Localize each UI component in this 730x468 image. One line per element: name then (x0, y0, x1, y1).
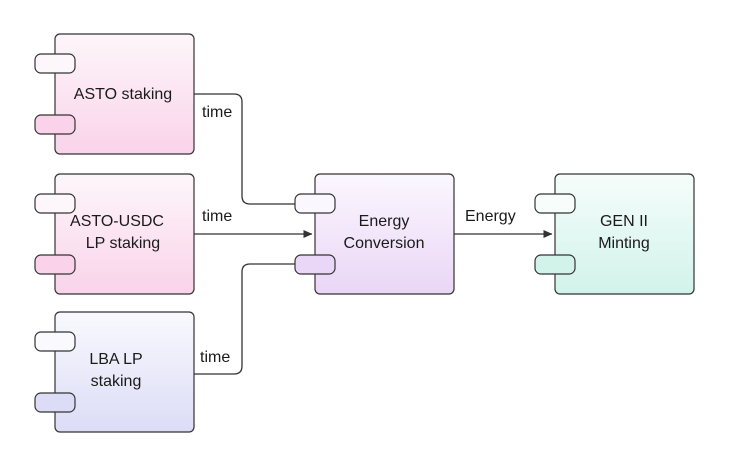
port-bottom (534, 254, 576, 275)
edge-lba-energy: time (194, 259, 305, 375)
edge-usdc-energy: time (194, 208, 313, 239)
node-label-line2: Conversion (344, 235, 425, 252)
node-lba-lp-staking[interactable]: LBA LP staking (34, 311, 195, 433)
edge-label-energy: Energy (465, 208, 516, 225)
node-label: ASTO staking (74, 86, 172, 103)
edge-label-time: time (200, 349, 230, 366)
edge-energy-gen: Energy (454, 208, 553, 239)
port-bottom (34, 254, 76, 275)
port-bottom (34, 392, 76, 413)
port-top (534, 193, 576, 214)
node-gen-ii-minting[interactable]: GEN II Minting (534, 173, 695, 295)
connector-line (194, 93, 305, 209)
port-top (34, 53, 76, 74)
port-bottom (294, 254, 336, 275)
port-bottom (34, 114, 76, 135)
edge-label-time: time (202, 104, 232, 121)
node-label-line2: LP staking (86, 235, 160, 252)
edge-label-time: time (202, 208, 232, 225)
node-asto-staking[interactable]: ASTO staking (34, 33, 195, 155)
node-label-line1: Energy (359, 213, 410, 230)
port-top (34, 193, 76, 214)
port-top (294, 193, 336, 214)
port-top (34, 331, 76, 352)
connector-line (194, 259, 305, 375)
node-label-line2: staking (91, 373, 142, 390)
node-label-line1: ASTO-USDC (70, 213, 164, 230)
node-label-line1: LBA LP (89, 351, 142, 368)
node-label-line1: GEN II (600, 213, 648, 230)
node-energy-conversion[interactable]: Energy Conversion (294, 173, 455, 295)
edge-asto-energy: time (194, 93, 305, 209)
node-label-line2: Minting (598, 235, 650, 252)
node-asto-usdc-lp-staking[interactable]: ASTO-USDC LP staking (34, 173, 195, 295)
